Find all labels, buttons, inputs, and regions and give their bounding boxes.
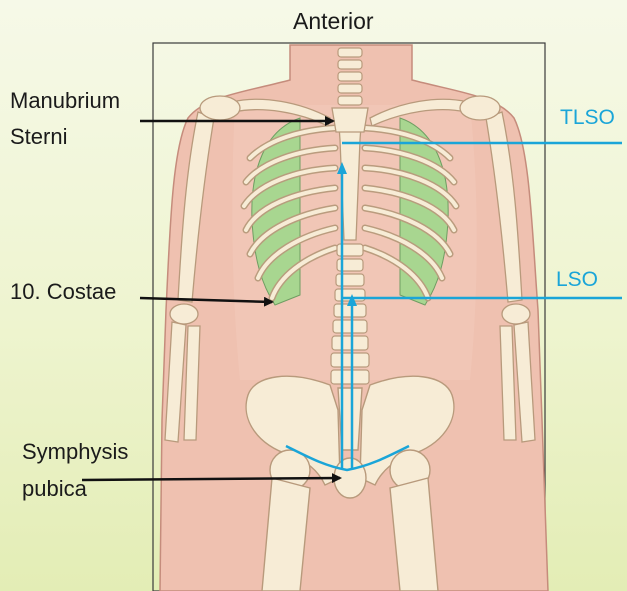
label-lso: LSO: [556, 268, 598, 292]
label-symphysis-line1: Symphysis: [22, 437, 128, 467]
label-symphysis-line2: pubica: [22, 474, 87, 504]
label-manubrium-line2: Sterni: [10, 122, 67, 152]
label-manubrium-line1: Manubrium: [10, 86, 120, 116]
label-tlso: TLSO: [560, 106, 615, 130]
label-costae: 10. Costae: [10, 277, 116, 307]
diagram-title: Anterior: [293, 6, 374, 36]
